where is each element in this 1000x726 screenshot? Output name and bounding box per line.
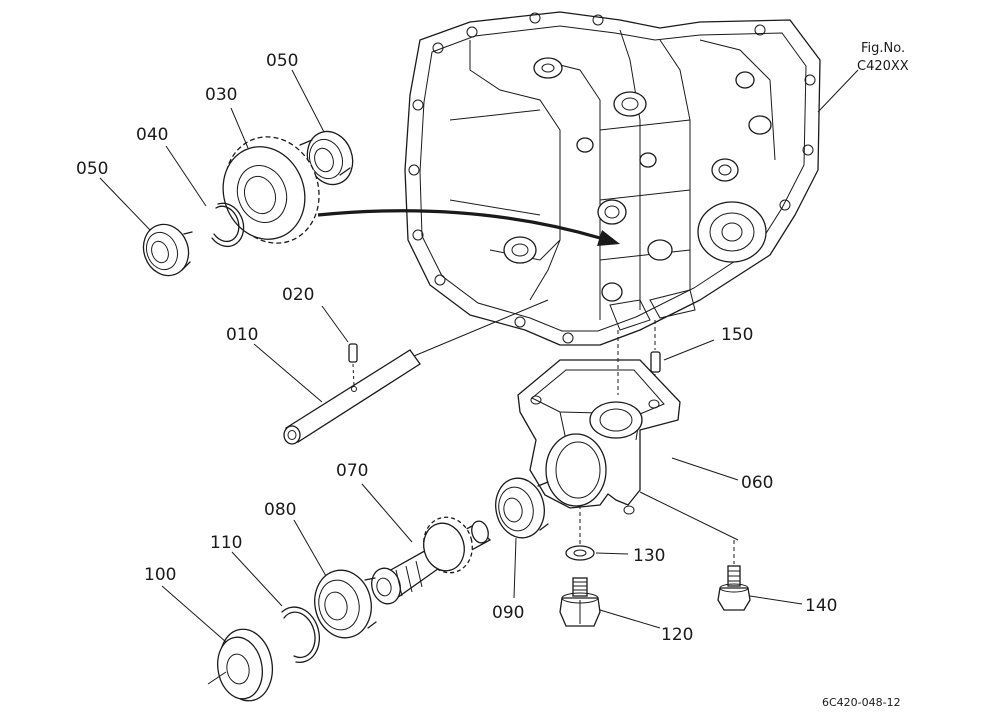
bearing-080	[314, 569, 377, 639]
callout-labels: 050 030 040 050 020 010 150 060 070 080 …	[76, 51, 837, 645]
figure-info: Fig.No. C420XX 6C420-048-12	[822, 41, 909, 709]
housing-060	[517, 330, 681, 515]
callout-010: 010	[226, 325, 258, 345]
leader-lines	[99, 69, 803, 643]
callout-120: 120	[661, 625, 693, 645]
callout-070: 070	[336, 461, 368, 481]
bearing-090	[495, 477, 549, 539]
collar-100	[207, 628, 274, 702]
pin-020	[348, 343, 358, 387]
callout-090: 090	[492, 603, 524, 623]
shaft-010	[283, 299, 549, 445]
callout-060: 060	[741, 473, 773, 493]
callout-030: 030	[205, 85, 237, 105]
assembly-arrow	[317, 209, 620, 246]
case-bolt-holes	[408, 12, 816, 344]
washer-130	[565, 505, 595, 561]
callout-050-upper: 050	[266, 51, 298, 71]
fig-label: Fig.No.	[861, 41, 905, 56]
callout-140: 140	[805, 596, 837, 616]
bearing-050-upper	[299, 130, 354, 186]
shaft-gear-070	[371, 516, 492, 605]
snap-ring-040	[211, 202, 245, 248]
drawing-code: 6C420-048-12	[822, 696, 901, 709]
transmission-case	[404, 11, 821, 346]
snap-ring-110	[281, 606, 320, 664]
plug-140	[717, 540, 751, 611]
callout-040: 040	[136, 125, 168, 145]
callout-020: 020	[282, 285, 314, 305]
callout-050-lower: 050	[76, 159, 108, 179]
callout-110: 110	[210, 533, 242, 553]
callout-080: 080	[264, 500, 296, 520]
bolt-120	[559, 577, 601, 627]
callout-130: 130	[633, 546, 665, 566]
callout-100: 100	[144, 565, 176, 585]
fig-number: C420XX	[857, 59, 909, 74]
gear-030	[222, 136, 320, 244]
bearing-050-lower	[142, 223, 193, 277]
callout-150: 150	[721, 325, 753, 345]
